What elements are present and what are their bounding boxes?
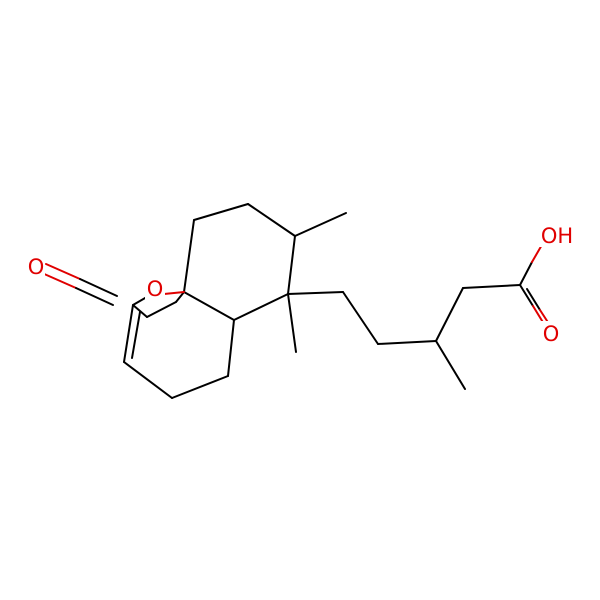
bond-methyl-top (294, 212, 347, 237)
bond-ring-5 (233, 293, 289, 321)
bond-ring-6 (183, 291, 235, 321)
bond-lower-3 (123, 361, 173, 399)
bond-chain-2 (342, 291, 379, 345)
bond-lower-4 (123, 304, 134, 363)
bond-acid-co-c (526, 288, 541, 311)
bond-chain-6 (462, 284, 521, 289)
bond-aldehyde-co-c (41, 272, 77, 289)
bond-lower-double-inner (131, 311, 141, 359)
bond-bridge-3 (175, 291, 185, 303)
bond-aldehyde-co-a (45, 263, 81, 280)
bond-ring-3 (247, 203, 296, 237)
bond-methyl-quaternary (287, 293, 297, 353)
ring-oxygen-bg (145, 276, 165, 300)
acid-hydroxyl-label: OH (541, 224, 573, 248)
bond-ring-2 (193, 203, 249, 221)
bonds (41, 203, 552, 399)
acid-carbonyl-oxygen-label: O (543, 322, 560, 346)
bond-bridge-o (163, 291, 185, 295)
bond-chain-4 (435, 340, 466, 390)
bond-aldehyde-co-d (75, 287, 114, 306)
bond-bridge-1 (132, 304, 148, 318)
acid-carbonyl-oxygen-bg (541, 321, 561, 345)
bond-lower-1 (227, 319, 235, 377)
acid-hydroxyl-bg (536, 223, 578, 247)
carbonyl-oxygen-label: O (28, 255, 45, 279)
carbonyl-oxygen-bg (27, 254, 45, 278)
bond-bridge-2 (146, 301, 177, 318)
bond-chain-5 (435, 287, 464, 342)
bond-lower-2 (171, 375, 229, 399)
ring-oxygen-label: O (147, 277, 164, 301)
bond-aldehyde-co-b (79, 278, 118, 297)
bond-acid-co-a (519, 284, 534, 307)
bond-acid-oh-a (519, 261, 533, 286)
atom-labels: O O OH O (27, 223, 578, 346)
bond-ring-4 (287, 235, 296, 295)
bond-ring-1 (183, 219, 195, 293)
bond-chain-1 (287, 291, 344, 295)
bond-chain-3 (377, 340, 437, 345)
